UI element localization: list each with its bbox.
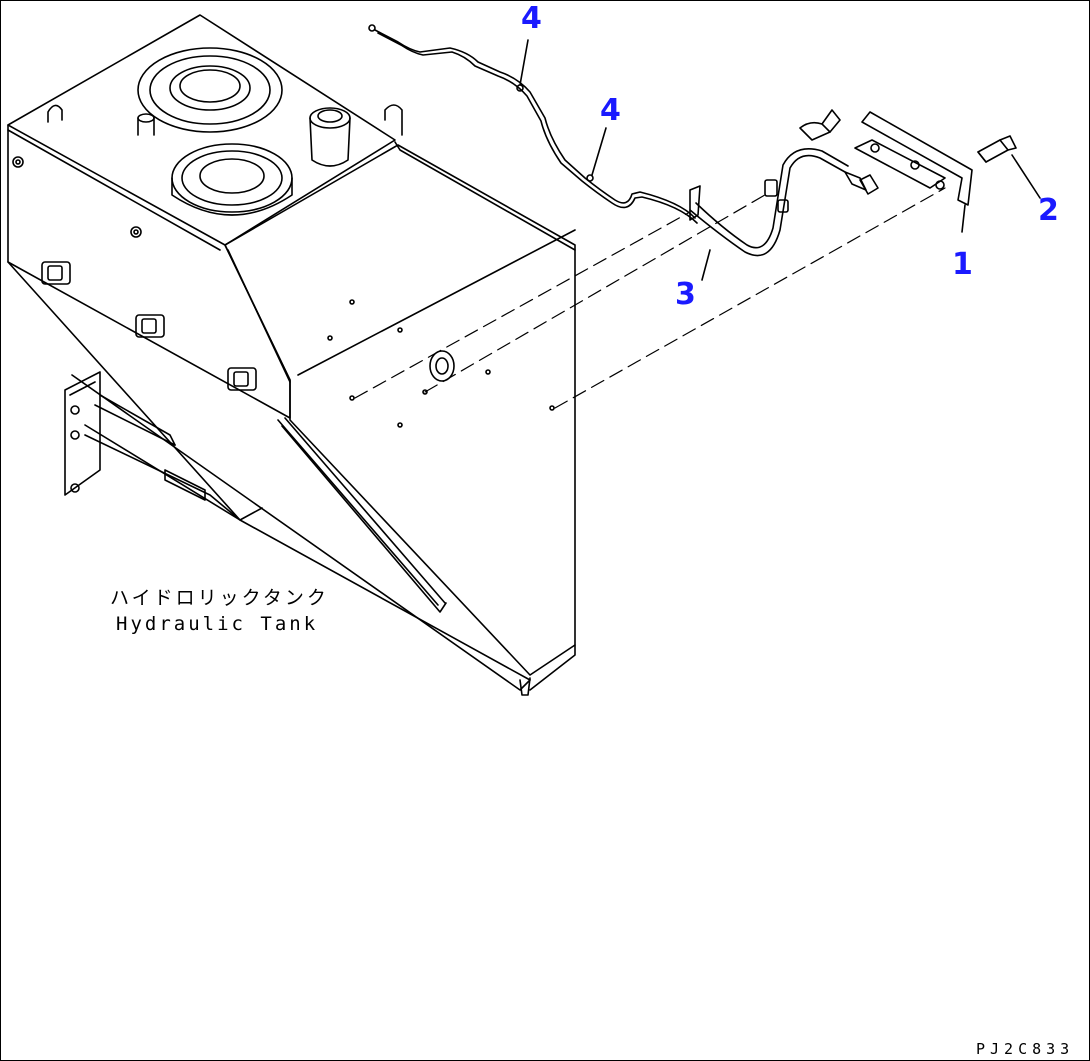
bolt-part-2: [977, 135, 1041, 199]
callout-4-lower: 4: [600, 93, 621, 128]
bracket-part-1: [854, 111, 973, 233]
assembly-lines: [354, 187, 946, 409]
callout-2: 2: [1038, 193, 1059, 228]
tank-label-japanese: ハイドロリックタンク: [110, 587, 329, 609]
tank-label-english: Hydraulic Tank: [116, 613, 319, 635]
hydraulic-tank: [7, 14, 576, 696]
callout-1: 1: [952, 247, 973, 282]
callout-3: 3: [675, 277, 696, 312]
drawing-code: PJ2C833: [976, 1040, 1075, 1058]
cable-part-4: [368, 24, 701, 224]
hose-part-3: [689, 109, 879, 281]
callout-4-upper: 4: [521, 1, 542, 36]
